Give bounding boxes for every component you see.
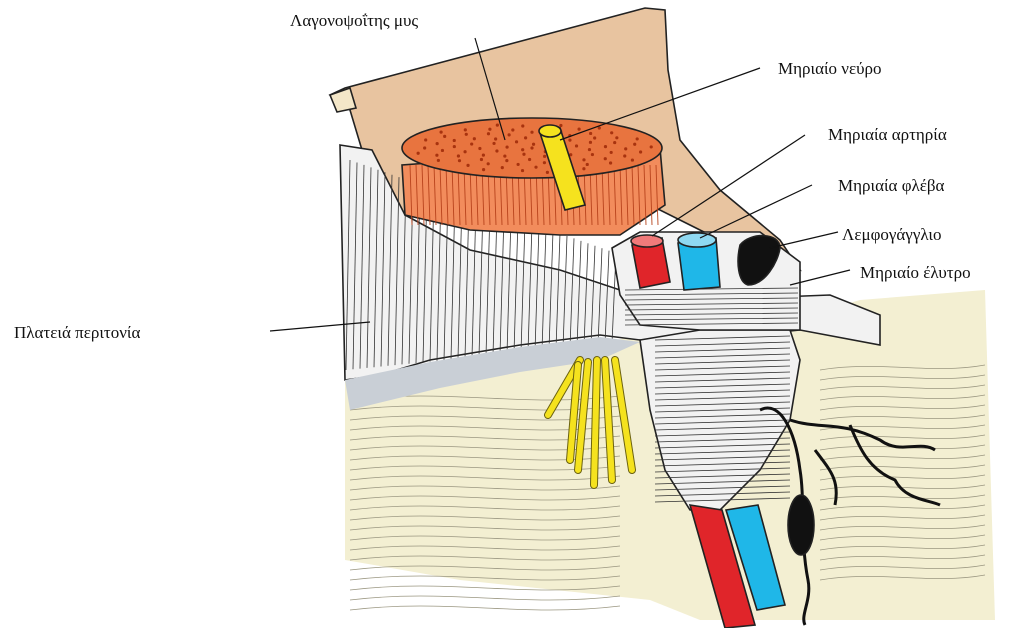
label-femoral-artery: Μηριαία αρτηρία <box>828 125 947 144</box>
muscle-dot <box>521 169 524 172</box>
muscle-dot <box>478 147 481 150</box>
muscle-dot <box>543 155 546 158</box>
muscle-dot <box>515 140 518 143</box>
muscle-dot <box>610 131 613 134</box>
muscle-dot <box>623 154 626 157</box>
muscle-dot <box>575 144 578 147</box>
muscle-dot <box>440 131 443 134</box>
muscle-dot <box>505 159 508 162</box>
thigh-contour <box>350 606 620 610</box>
label-iliopsoas: Λαγονοψοΐτης μυς <box>290 11 418 30</box>
nerve-branch <box>594 360 597 485</box>
muscle-dot <box>624 147 627 150</box>
muscle-dot <box>559 124 562 127</box>
muscle-dot <box>501 166 504 169</box>
label-femoral-sheath: Μηριαίο έλυτρο <box>860 263 971 282</box>
muscle-dot <box>492 142 495 145</box>
muscle-dot <box>588 148 591 151</box>
muscle-dot <box>568 138 571 141</box>
muscle-dot <box>453 139 456 142</box>
muscle-dot <box>453 145 456 148</box>
muscle-dot <box>487 132 490 135</box>
muscle-dot <box>482 168 485 171</box>
muscle-dot <box>530 146 533 149</box>
muscle-dot <box>543 161 546 164</box>
muscle-dot <box>650 145 653 148</box>
muscle-dot <box>582 158 585 161</box>
muscle-dot <box>593 136 596 139</box>
muscle-dot <box>589 141 592 144</box>
muscle-dot <box>435 154 438 157</box>
muscle-dot <box>604 157 607 160</box>
label-fascia-lata: Πλατειά περιτονία <box>14 323 140 342</box>
muscle-dot <box>436 142 439 145</box>
muscle-dot <box>636 137 639 140</box>
muscle-dot <box>530 131 533 134</box>
muscle-dot <box>488 128 491 131</box>
muscle-dot <box>586 163 589 166</box>
muscle-dot <box>464 128 467 131</box>
muscle-dot <box>631 158 634 161</box>
muscle-dot <box>495 149 498 152</box>
muscle-dot <box>534 166 537 169</box>
muscle-dot <box>546 171 549 174</box>
muscle-dot <box>517 163 520 166</box>
muscle-dot <box>465 133 468 136</box>
iliopsoas-muscle <box>402 118 665 235</box>
muscle-dot <box>496 124 499 127</box>
muscle-dot <box>532 143 535 146</box>
muscle-dot <box>463 150 466 153</box>
muscle-dot <box>528 158 531 161</box>
muscle-dot <box>633 143 636 146</box>
muscle-dot <box>423 146 426 149</box>
muscle-dot <box>466 164 469 167</box>
muscle-dot <box>457 154 460 157</box>
muscle-dot <box>521 124 524 127</box>
muscle-dot <box>613 141 616 144</box>
muscle-dot <box>577 128 580 131</box>
muscle-dot <box>610 151 613 154</box>
muscle-dot <box>522 153 525 156</box>
muscle-dot <box>482 153 485 156</box>
muscle-dot <box>494 137 497 140</box>
muscle-dot <box>604 145 607 148</box>
muscle-dot <box>521 148 524 151</box>
muscle-dot <box>424 138 427 141</box>
muscle-dot <box>589 132 592 135</box>
muscle-dot <box>443 135 446 138</box>
label-femoral-nerve: Μηριαίο νεύρο <box>778 59 882 78</box>
muscle-dot <box>437 159 440 162</box>
muscle-dot <box>639 150 642 153</box>
muscle-dot <box>609 161 612 164</box>
muscle-dot <box>524 136 527 139</box>
label-femoral-vein: Μηριαία φλέβα <box>838 176 945 195</box>
muscle-dot <box>470 142 473 145</box>
muscle-dot <box>417 152 420 155</box>
muscle-dot <box>615 136 618 139</box>
muscle-dot <box>582 167 585 170</box>
muscle-dot <box>487 162 490 165</box>
muscle-dot <box>480 158 483 161</box>
label-lymph-node: Λεμφογάγγλιο <box>842 225 941 244</box>
thigh-contour <box>350 596 620 600</box>
muscle-dot <box>511 128 514 131</box>
muscle-dot <box>508 133 511 136</box>
muscle-dot <box>503 154 506 157</box>
muscle-dot <box>458 159 461 162</box>
muscle-dot <box>473 137 476 140</box>
muscle-dot <box>505 145 508 148</box>
muscle-dot <box>591 153 594 156</box>
muscle-dot <box>441 149 444 152</box>
